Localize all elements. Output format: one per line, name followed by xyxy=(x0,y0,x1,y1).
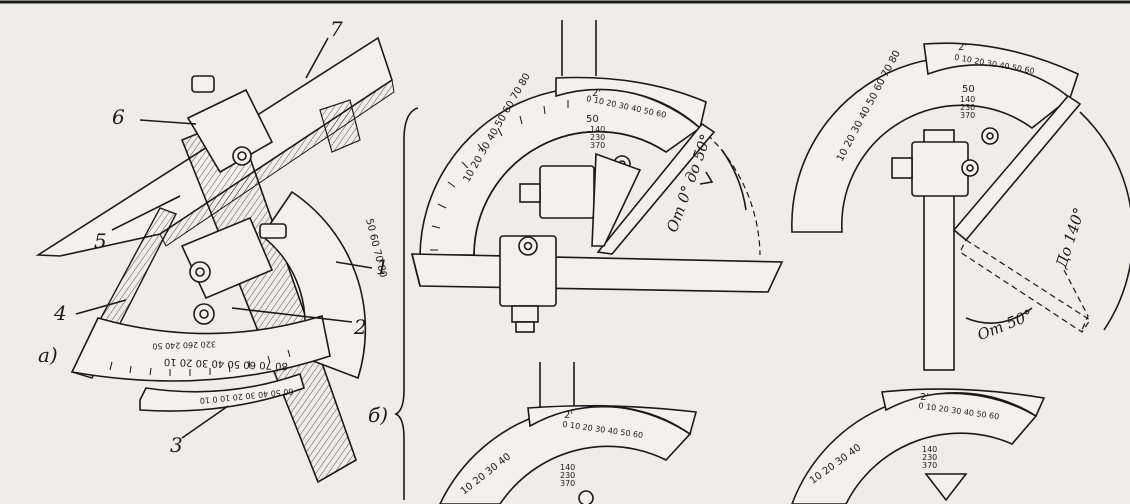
part-a-protractor: 6 7 5 4 1 2 3 а) 80 70 60 50 40 30 20 10… xyxy=(35,17,395,484)
b4-stack-230: 230 xyxy=(922,453,937,462)
b1-stack-370: 370 xyxy=(590,141,605,150)
b2-stack-140: 140 xyxy=(960,95,975,104)
scale-plate xyxy=(70,314,331,382)
label-part-b: б) xyxy=(368,403,388,427)
label-1: 1 xyxy=(376,255,389,279)
b3-stack-230: 230 xyxy=(560,471,575,480)
label-3: 3 xyxy=(170,433,183,457)
b3-stack-370: 370 xyxy=(560,479,575,488)
b1-vernier xyxy=(555,76,707,130)
label-4: 4 xyxy=(53,301,67,325)
vernier-3 xyxy=(139,372,305,412)
clamp-6 xyxy=(186,88,274,174)
b1-clamp-upper xyxy=(539,165,595,219)
b2-clamp xyxy=(911,141,969,197)
view-b3: 2' 0 10 20 30 40 50 60 10 20 30 40 140 2… xyxy=(439,362,698,504)
label-7: 7 xyxy=(330,17,343,41)
b3-stack-140: 140 xyxy=(560,463,575,472)
b4-stack-370: 370 xyxy=(922,461,937,470)
a-arc-text: 50 60 70 80 xyxy=(363,218,388,279)
label-5: 5 xyxy=(94,229,107,253)
label-6: 6 xyxy=(112,105,125,129)
b2-stack-370: 370 xyxy=(960,111,975,120)
label-2: 2 xyxy=(353,315,367,339)
b1-stack-140: 140 xyxy=(590,125,605,134)
b1-stack-230: 230 xyxy=(590,133,605,142)
b1-stack-50: 50 xyxy=(586,114,599,125)
b4-stack-140: 140 xyxy=(922,445,937,454)
a-stack-text: 320 260 240 50 xyxy=(152,339,216,350)
label-part-a: а) xyxy=(38,343,58,367)
b2-stack-230: 230 xyxy=(960,103,975,112)
view-b2: 2' 0 10 20 30 40 50 60 50 140 230 370 10… xyxy=(791,42,1130,371)
view-b1: 2' 0 10 20 30 40 50 60 50 140 230 370 10… xyxy=(410,20,784,333)
b1-base-ruler xyxy=(410,253,784,293)
view-b4: 2' 0 10 20 30 40 50 60 10 20 30 40 140 2… xyxy=(791,388,1046,504)
a-scale-text: 80 70 60 50 40 30 20 10 xyxy=(164,356,288,371)
b2-vernier xyxy=(923,42,1079,100)
b2-vernier-top: 2' xyxy=(958,42,967,53)
brace xyxy=(394,107,419,500)
b1-vernier-top: 2' xyxy=(592,88,601,99)
b2-stack-50: 50 xyxy=(962,84,975,95)
sector-1 xyxy=(260,190,367,380)
b3-vernier-top: 2' xyxy=(564,410,573,421)
b2-annotation-to-140: До 140° xyxy=(1052,205,1089,271)
b4-vernier-top: 2' xyxy=(920,392,929,403)
